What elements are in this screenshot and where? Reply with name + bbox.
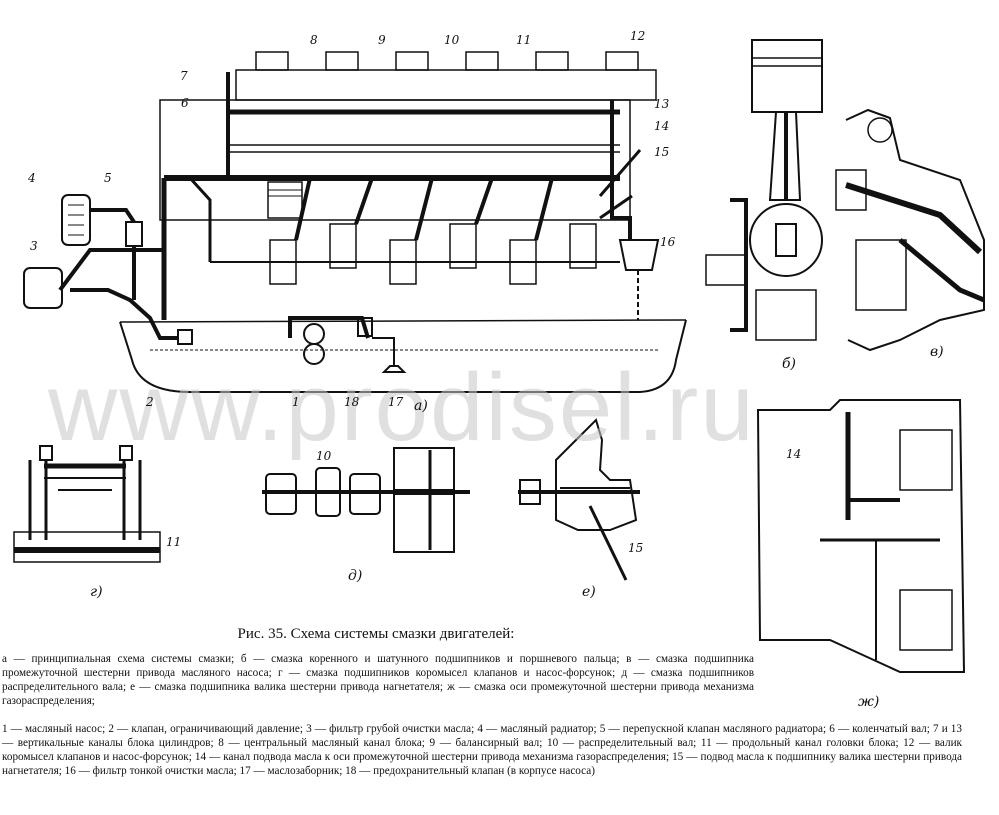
view-a-main-schematic xyxy=(23,51,687,393)
view-b-crank-rod-piston xyxy=(705,39,823,341)
view-label-v: в) xyxy=(930,344,944,360)
caption-legend: 1 — масляный насос; 2 — клапан, ограничи… xyxy=(2,723,962,777)
view-label-g: г) xyxy=(90,584,103,600)
view-label-b: б) xyxy=(782,356,796,372)
label-11: 11 xyxy=(516,33,531,47)
label-12: 12 xyxy=(630,29,645,43)
label-15: 15 xyxy=(654,145,669,159)
label-17: 17 xyxy=(388,395,404,409)
label-g-11: 11 xyxy=(166,535,181,549)
label-7: 7 xyxy=(180,69,188,83)
label-zh-14: 14 xyxy=(786,447,801,461)
bypass-valve xyxy=(125,221,143,247)
label-9: 9 xyxy=(378,33,386,47)
view-label-d: д) xyxy=(348,568,362,584)
oil-pump xyxy=(303,323,325,345)
label-6: 6 xyxy=(181,96,189,110)
view-label-e: е) xyxy=(582,584,596,600)
label-14: 14 xyxy=(654,119,669,133)
valve-covers xyxy=(255,51,639,71)
label-1: 1 xyxy=(292,395,300,409)
view-v-intermediate-gear xyxy=(835,108,985,352)
label-13: 13 xyxy=(654,97,670,111)
view-d-camshaft xyxy=(262,447,470,553)
callout-labels: 1 2 3 4 5 6 7 8 9 10 11 12 13 14 15 16 1… xyxy=(27,29,801,555)
view-e-blower-shaft xyxy=(518,418,640,581)
label-18: 18 xyxy=(344,395,360,409)
caption-views: а — принципиальная схема системы смазки;… xyxy=(2,653,754,707)
label-2: 2 xyxy=(145,395,154,409)
view-label-a: а) xyxy=(414,398,428,414)
label-3: 3 xyxy=(30,239,38,253)
fine-filter xyxy=(618,239,660,271)
label-d-10: 10 xyxy=(316,449,332,463)
caption-title: Рис. 35. Схема системы смазки двигателей… xyxy=(237,626,515,642)
watermark: www.prodisel.ru xyxy=(47,354,756,461)
oil-radiator xyxy=(61,194,91,246)
label-8: 8 xyxy=(310,33,318,47)
view-label-zh: ж) xyxy=(858,694,879,710)
label-5: 5 xyxy=(104,171,112,185)
label-4: 4 xyxy=(27,171,36,185)
view-zh-timing-gear-axle xyxy=(756,399,966,673)
label-10: 10 xyxy=(444,33,460,47)
crankshaft xyxy=(188,176,620,285)
view-labels: а) б) в) г) д) е) ж) xyxy=(90,344,944,710)
label-16: 16 xyxy=(660,235,676,249)
figure-caption: Рис. 35. Схема системы смазки двигателей… xyxy=(0,624,999,644)
view-g-rocker-bearings xyxy=(13,445,161,563)
coarse-filter xyxy=(23,267,63,309)
label-e-15: 15 xyxy=(628,541,643,555)
